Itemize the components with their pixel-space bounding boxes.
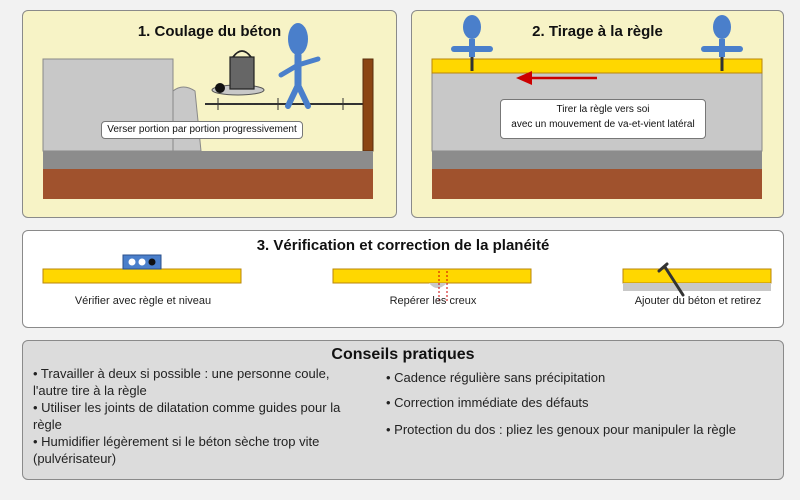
straightedge-2: [332, 268, 532, 284]
wheelbarrow-wheel: [215, 83, 225, 93]
wheelbarrow-bucket: [229, 56, 255, 90]
pouring-title: 1. Coulage du béton: [137, 23, 282, 40]
pouring-illustration: [42, 23, 374, 199]
gravel-layer: [432, 151, 762, 169]
arrow-left-icon: [516, 71, 597, 85]
tip-right-1: • Cadence régulière sans précipitation: [386, 370, 606, 385]
tip-left-3: • Humidifier légèrement si le béton sèch…: [33, 434, 320, 466]
tip-right-2: • Correction immédiate des défauts: [386, 395, 589, 410]
trowel-icon: [663, 265, 685, 297]
worker-icon-right: [701, 15, 743, 71]
screeding-panel: 2. Tirage à la règle Tirer la règle vers…: [411, 10, 784, 218]
screeding-callout: Tirer la règle vers soi avec un mouvemen…: [500, 99, 706, 139]
screed-board: [431, 58, 763, 74]
added-concrete: [623, 283, 771, 291]
soil-layer: [432, 169, 762, 199]
tips-title: Conseils pratiques: [331, 346, 475, 363]
gravel-layer: [43, 151, 373, 169]
tip-left-2: • Utiliser les joints de dilatation comm…: [33, 400, 341, 432]
screeding-title: 2. Tirage à la règle: [532, 23, 663, 40]
pouring-panel: 1. Coulage du béton Verser portion par p…: [22, 10, 397, 218]
pouring-callout: Verser portion par portion progressiveme…: [101, 121, 303, 139]
tips-panel: Conseils pratiques • Travailler à deux s…: [22, 340, 784, 480]
tip-left-1: • Travailler à deux si possible : une pe…: [33, 366, 330, 398]
verification-step-2: Repérer les creux: [389, 295, 477, 307]
worker-icon-left: [451, 15, 493, 71]
straightedge-3: [622, 268, 772, 284]
tip-right-3: • Protection du dos : pliez les genoux p…: [386, 422, 736, 437]
worker-icon: [278, 23, 321, 109]
soil-layer: [43, 169, 373, 199]
verification-step-1: Vérifier avec règle et niveau: [74, 295, 212, 307]
formwork-board: [362, 58, 374, 152]
screeding-callout-line-2: avec un mouvement de va-et-vient latéral: [511, 119, 695, 130]
verification-title: 3. Vérification et correction de la plan…: [256, 237, 550, 254]
verification-illustration: [42, 254, 772, 301]
verification-panel: 3. Vérification et correction de la plan…: [22, 230, 784, 328]
surface-hollow: [429, 283, 447, 288]
screeding-callout-line-1: Tirer la règle vers soi: [556, 104, 650, 115]
straightedge-1: [42, 268, 242, 284]
verification-step-3: Ajouter du béton et retirez: [634, 295, 762, 307]
concrete-heap: [172, 86, 202, 152]
level-bubble-icon: [128, 258, 136, 266]
